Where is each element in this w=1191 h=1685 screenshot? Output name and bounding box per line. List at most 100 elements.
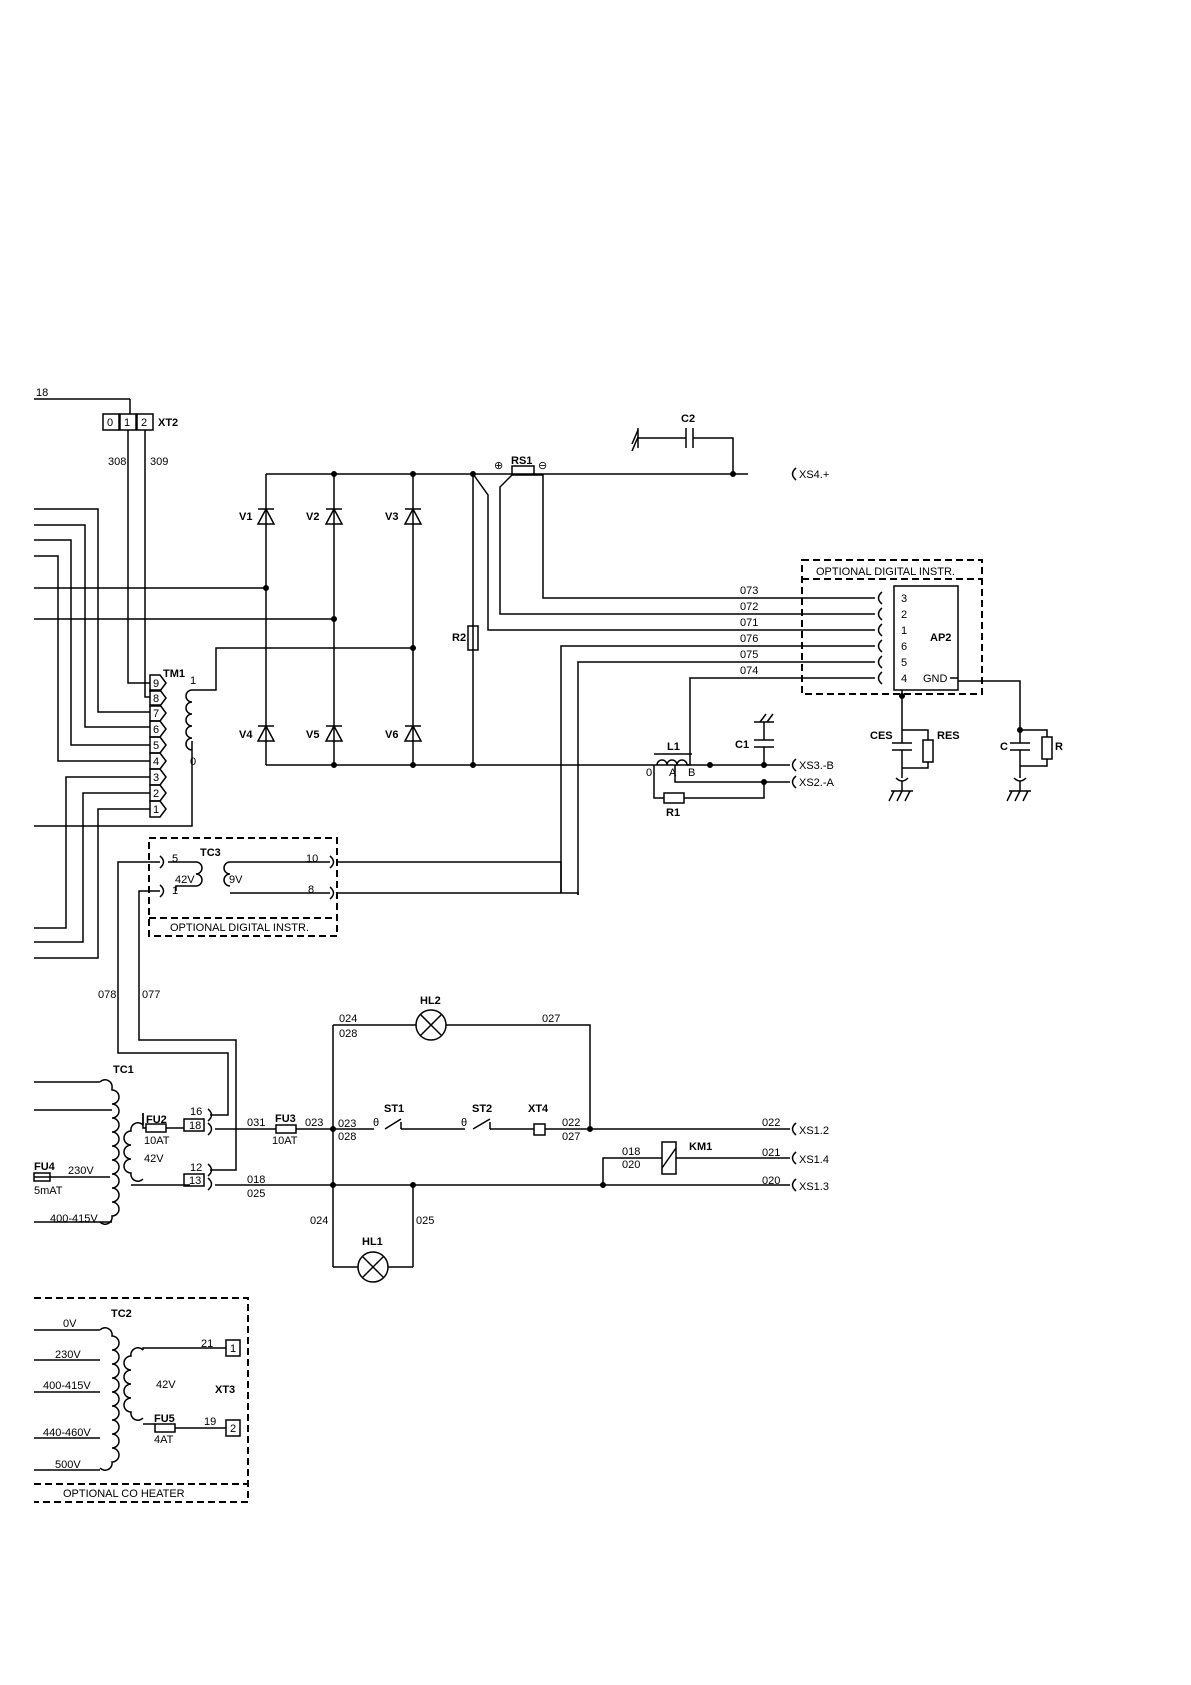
diode-v5: V5	[306, 724, 344, 742]
svg-text:8: 8	[153, 693, 159, 705]
svg-text:C1: C1	[735, 739, 749, 751]
svg-text:1: 1	[172, 885, 178, 897]
svg-text:075: 075	[740, 649, 758, 661]
svg-text:4AT: 4AT	[154, 1434, 174, 1446]
svg-text:V6: V6	[385, 729, 398, 741]
resistor-r2: R2	[452, 625, 479, 651]
svg-text:V2: V2	[306, 511, 319, 523]
svg-text:OPTIONAL CO HEATER: OPTIONAL CO HEATER	[63, 1488, 185, 1500]
svg-text:5: 5	[153, 740, 159, 752]
svg-text:071: 071	[740, 617, 758, 629]
svg-text:440-460V: 440-460V	[43, 1427, 91, 1439]
svg-text:028: 028	[338, 1131, 356, 1143]
svg-text:HL2: HL2	[420, 995, 441, 1007]
svg-text:RS1: RS1	[511, 455, 532, 467]
svg-text:1: 1	[153, 804, 159, 816]
control-circuit: 031 FU3 10AT 023 023 028 ST1 θ ST2 θ XT4…	[215, 995, 790, 1268]
svg-text:10AT: 10AT	[144, 1135, 170, 1147]
svg-text:025: 025	[416, 1215, 434, 1227]
svg-text:020: 020	[622, 1159, 640, 1171]
tm1-transformer: TM1 1 0	[163, 647, 413, 768]
fuse-fu4: FU4 5mAT	[33, 1161, 63, 1197]
svg-text:18: 18	[189, 1120, 201, 1132]
svg-text:XS4.+: XS4.+	[799, 469, 829, 481]
svg-text:4: 4	[153, 756, 159, 768]
svg-text:V4: V4	[239, 729, 253, 741]
connector-xs2: XS2.-A	[791, 775, 835, 789]
svg-text:400-415V: 400-415V	[50, 1213, 98, 1225]
svg-text:018: 018	[622, 1146, 640, 1158]
svg-text:2: 2	[901, 609, 907, 621]
svg-text:1: 1	[230, 1343, 236, 1355]
svg-text:ST2: ST2	[472, 1103, 492, 1115]
svg-text:309: 309	[150, 456, 168, 468]
svg-text:024: 024	[310, 1215, 328, 1227]
svg-text:13: 13	[189, 1175, 201, 1187]
svg-text:023: 023	[305, 1117, 323, 1129]
svg-text:R1: R1	[666, 807, 680, 819]
tc2-co-heater-box: OPTIONAL CO HEATER TC2 0V 230V 400-415V …	[34, 1297, 249, 1503]
svg-text:ST1: ST1	[384, 1103, 404, 1115]
svg-text:230V: 230V	[55, 1349, 81, 1361]
svg-text:0V: 0V	[63, 1318, 77, 1330]
svg-text:025: 025	[247, 1188, 265, 1200]
svg-text:GND: GND	[923, 673, 948, 685]
svg-text:L1: L1	[667, 741, 680, 753]
diode-v6: V6	[385, 724, 423, 742]
svg-text:2: 2	[141, 417, 147, 429]
svg-text:022: 022	[562, 1117, 580, 1129]
svg-text:9V: 9V	[229, 874, 243, 886]
tc1-transformer: TC1 230V 400-415V 42V	[34, 1064, 190, 1225]
svg-text:7: 7	[153, 708, 159, 720]
diode-v1: V1	[239, 507, 276, 525]
xt2-terminal-block: 18 0 1 2 XT2 308 309	[34, 387, 178, 698]
terminal-block-tc1: 16 18 12 13	[183, 1106, 213, 1191]
svg-text:8: 8	[308, 884, 314, 896]
svg-text:027: 027	[562, 1131, 580, 1143]
svg-text:TC1: TC1	[113, 1064, 134, 1076]
connector-xs1-2: XS1.2	[791, 1122, 829, 1137]
svg-text:024: 024	[339, 1013, 357, 1025]
svg-text:6: 6	[901, 641, 907, 653]
svg-text:10AT: 10AT	[272, 1135, 298, 1147]
svg-text:42V: 42V	[144, 1153, 164, 1165]
tm1-terminals: 9 8 7 6 5 4 3 2 1	[149, 674, 167, 818]
svg-text:TC2: TC2	[111, 1308, 132, 1320]
xt2-label: XT2	[158, 417, 178, 429]
svg-text:OPTIONAL DIGITAL INSTR.: OPTIONAL DIGITAL INSTR.	[816, 566, 955, 578]
svg-text:027: 027	[542, 1013, 560, 1025]
svg-text:V1: V1	[239, 511, 252, 523]
diode-v3: V3	[385, 507, 423, 525]
svg-text:5: 5	[901, 657, 907, 669]
svg-text:020: 020	[762, 1175, 780, 1187]
svg-text:XS1.4: XS1.4	[799, 1154, 829, 1166]
c-r-network: C R	[1000, 727, 1063, 802]
svg-text:XS1.2: XS1.2	[799, 1125, 829, 1137]
svg-text:HL1: HL1	[362, 1236, 383, 1248]
svg-text:R2: R2	[452, 632, 466, 644]
svg-text:1: 1	[190, 675, 196, 687]
svg-text:42V: 42V	[175, 874, 195, 886]
svg-text:400-415V: 400-415V	[43, 1380, 91, 1392]
lamp-hl1	[357, 1251, 389, 1283]
diode-v4: V4	[239, 724, 276, 742]
svg-text:6: 6	[153, 724, 159, 736]
connector-xs1-4: XS1.4	[791, 1151, 829, 1166]
svg-text:077: 077	[142, 989, 160, 1001]
rectifier-bridge: V1 V2 V3 V4 V5 V6	[239, 471, 748, 768]
svg-text:028: 028	[339, 1028, 357, 1040]
wire-label-18: 18	[36, 387, 48, 399]
svg-text:TC3: TC3	[200, 847, 221, 859]
connector-xs1-3: XS1.3	[791, 1178, 829, 1193]
svg-text:500V: 500V	[55, 1459, 81, 1471]
svg-text:078: 078	[98, 989, 116, 1001]
svg-text:031: 031	[247, 1117, 265, 1129]
svg-text:9: 9	[153, 678, 159, 690]
svg-text:3: 3	[153, 772, 159, 784]
svg-text:XS3.-B: XS3.-B	[799, 760, 834, 772]
svg-text:FU4: FU4	[34, 1161, 56, 1173]
svg-text:C: C	[1000, 741, 1008, 753]
capacitor-c2: C2	[631, 413, 736, 477]
diode-v2: V2	[306, 507, 344, 525]
svg-text:R: R	[1055, 741, 1063, 753]
